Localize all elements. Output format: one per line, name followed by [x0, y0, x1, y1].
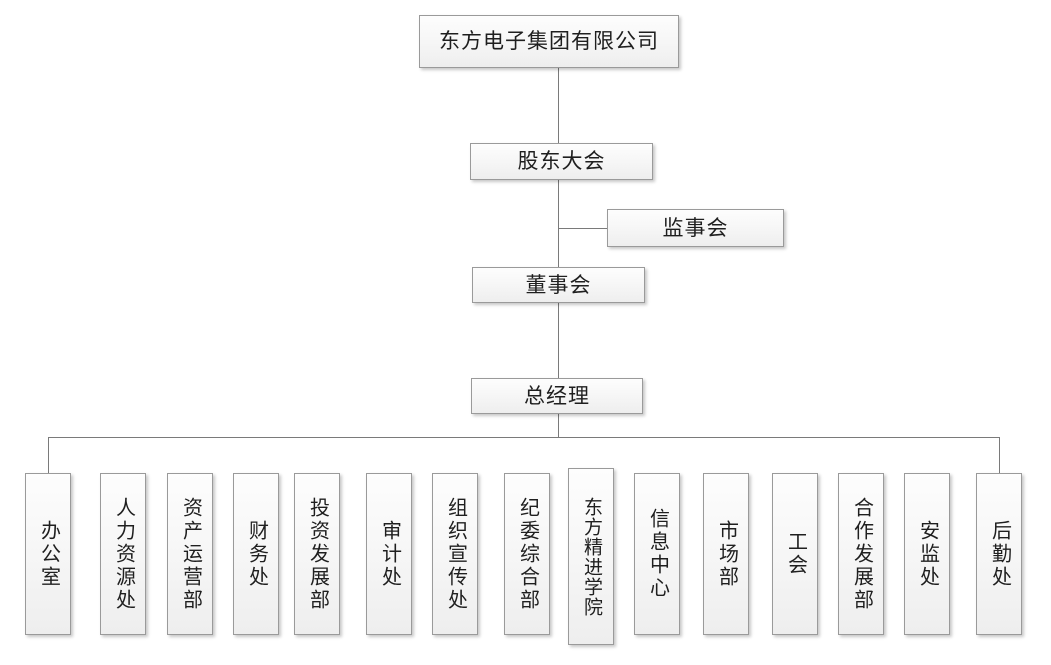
node-department-dongfang-academy[interactable]: 东方精进学院 — [568, 468, 614, 645]
node-general-manager-label: 总经理 — [524, 383, 590, 408]
node-board-of-supervisors-label: 监事会 — [662, 215, 729, 240]
connector-bus-to-first-department — [48, 437, 49, 473]
node-department-audit[interactable]: 审计处 — [366, 473, 412, 635]
node-department-cooperation-development-label: 合作发展部 — [850, 496, 873, 612]
node-department-human-resources-label: 人力资源处 — [112, 496, 135, 612]
node-department-information-center[interactable]: 信息中心 — [634, 473, 680, 635]
node-department-marketing-label: 市场部 — [715, 519, 738, 589]
node-department-organization-publicity[interactable]: 组织宣传处 — [432, 473, 478, 635]
node-department-discipline-inspection-label: 纪委综合部 — [516, 496, 539, 612]
node-department-office[interactable]: 办公室 — [25, 473, 71, 635]
node-board-of-directors-label: 董事会 — [525, 272, 592, 297]
node-department-finance-label: 财务处 — [245, 519, 268, 589]
connector-bus-to-last-department — [999, 437, 1000, 473]
connector-directors-to-manager — [558, 303, 559, 379]
node-department-logistics-label: 后勤处 — [988, 519, 1011, 589]
node-department-safety-supervision-label: 安监处 — [916, 519, 939, 589]
node-department-dongfang-academy-label: 东方精进学院 — [580, 496, 602, 617]
connector-to-supervisors — [558, 228, 608, 229]
node-department-investment-development[interactable]: 投资发展部 — [294, 473, 340, 635]
node-department-finance[interactable]: 财务处 — [233, 473, 279, 635]
node-department-logistics[interactable]: 后勤处 — [976, 473, 1022, 635]
connector-department-bus — [48, 437, 999, 438]
connector-shareholders-to-directors — [558, 180, 559, 268]
node-department-investment-development-label: 投资发展部 — [306, 496, 329, 612]
node-shareholders-meeting[interactable]: 股东大会 — [470, 143, 653, 180]
node-company-label: 东方电子集团有限公司 — [439, 29, 659, 53]
node-department-asset-operations[interactable]: 资产运营部 — [167, 473, 213, 635]
node-department-safety-supervision[interactable]: 安监处 — [904, 473, 950, 635]
node-department-labor-union[interactable]: 工会 — [772, 473, 818, 635]
connector-manager-to-bus — [558, 414, 559, 438]
node-department-marketing[interactable]: 市场部 — [703, 473, 749, 635]
node-department-cooperation-development[interactable]: 合作发展部 — [838, 473, 884, 635]
node-department-audit-label: 审计处 — [378, 519, 401, 589]
node-department-human-resources[interactable]: 人力资源处 — [100, 473, 146, 635]
node-board-of-directors[interactable]: 董事会 — [472, 267, 645, 303]
node-company[interactable]: 东方电子集团有限公司 — [419, 15, 679, 68]
node-department-discipline-inspection[interactable]: 纪委综合部 — [504, 473, 550, 635]
node-department-office-label: 办公室 — [37, 519, 60, 589]
connector-company-to-shareholders — [558, 68, 559, 144]
node-shareholders-meeting-label: 股东大会 — [517, 149, 606, 173]
node-department-organization-publicity-label: 组织宣传处 — [444, 496, 467, 612]
node-department-labor-union-label: 工会 — [784, 531, 807, 577]
node-department-asset-operations-label: 资产运营部 — [179, 496, 202, 612]
node-board-of-supervisors[interactable]: 监事会 — [607, 209, 784, 247]
node-general-manager[interactable]: 总经理 — [471, 378, 643, 414]
node-department-information-center-label: 信息中心 — [646, 508, 669, 600]
